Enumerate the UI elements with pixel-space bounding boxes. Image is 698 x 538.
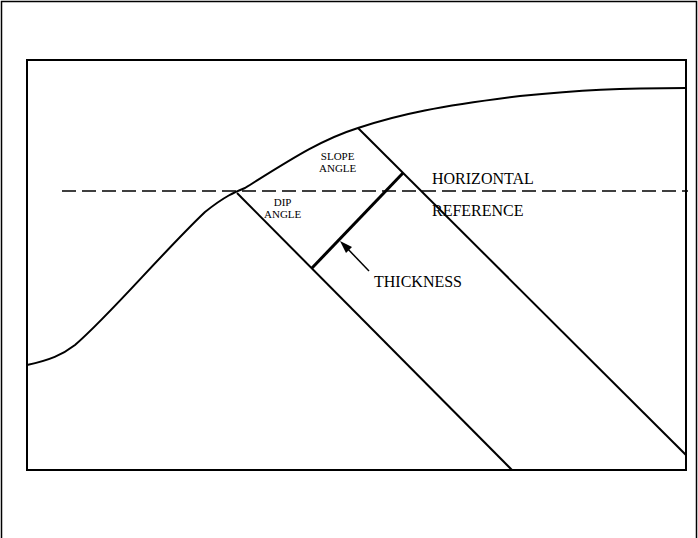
thickness-label: THICKNESS: [374, 273, 462, 291]
frame: [27, 60, 686, 470]
arrow-head: [340, 241, 352, 253]
bed-lower-boundary: [237, 193, 512, 470]
slope-angle-label: SLOPE ANGLE: [319, 150, 356, 174]
horizontal-reference-line: [62, 190, 688, 192]
thickness-line: [312, 173, 403, 268]
horizontal-reference-label: HORIZONTAL REFERENCE: [432, 163, 533, 227]
dip-angle-label: DIP ANGLE: [264, 196, 301, 220]
bed-upper-boundary: [358, 128, 686, 455]
ground-surface: [27, 88, 686, 365]
